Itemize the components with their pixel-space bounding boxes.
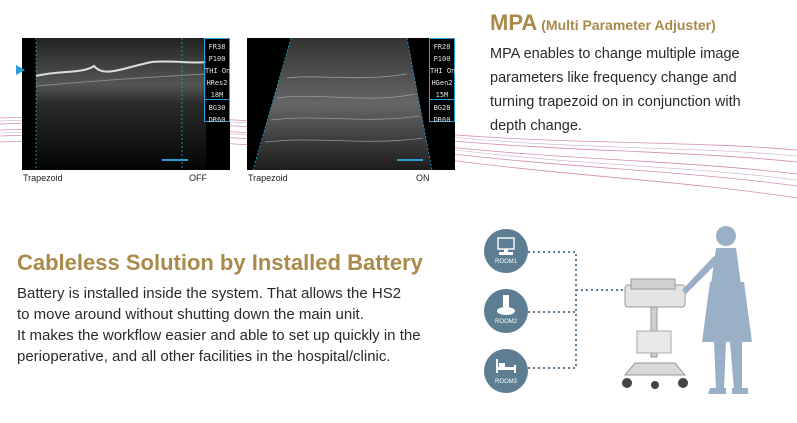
ultrasound-cart-illustration	[622, 278, 688, 389]
person-silhouette-illustration	[682, 226, 752, 394]
param-value: FR38	[208, 43, 226, 51]
param-value: 15M	[430, 92, 454, 100]
param-value: HRes2	[206, 79, 228, 87]
text-line: Battery is installed inside the system. …	[17, 285, 402, 302]
image-caption-left: Trapezoid	[248, 173, 288, 183]
image-caption-right: ON	[416, 173, 430, 183]
text-line: turning trapezoid on in conjunction with	[490, 94, 741, 110]
cableless-heading: Cableless Solution by Installed Battery	[17, 250, 423, 275]
depth-marker-icon	[16, 65, 25, 75]
text-line: depth change.	[490, 118, 582, 134]
param-value: DR60	[433, 116, 451, 124]
mpa-title: MPA	[490, 10, 538, 35]
param-value: BG30	[208, 104, 226, 112]
ultrasound-image-trapezoid-on: FR28 P100 THI On HGen2 15M BG28 DR60	[247, 38, 455, 170]
text-line: MPA enables to change multiple image	[490, 46, 740, 62]
ultrasound-image-trapezoid-off: FR38 P100 THI On HRes2 18M BG30 DR60	[22, 38, 230, 170]
room-1-badge: ROOM1	[484, 229, 528, 273]
mpa-subtitle: (Multi Parameter Adjuster)	[541, 17, 716, 33]
parameter-panel: FR28 P100 THI On HGen2 15M BG28 DR60	[429, 38, 455, 124]
text-line: It makes the workflow easier and able to…	[17, 327, 421, 344]
param-value: FR28	[433, 43, 451, 51]
room-label: ROOM1	[494, 259, 517, 265]
hospital-bed-icon	[496, 359, 516, 373]
ultrasound-scan-graphic	[252, 38, 433, 170]
mpa-heading: MPA(Multi Parameter Adjuster)	[490, 10, 716, 36]
room-label: ROOM3	[494, 379, 517, 385]
param-value: HGen2	[431, 79, 453, 87]
image-caption-right: OFF	[189, 173, 207, 183]
param-value: P100	[433, 55, 451, 63]
param-value: THI On	[430, 67, 455, 75]
param-value: THI On	[205, 67, 230, 75]
parameter-panel: FR38 P100 THI On HRes2 18M BG30 DR60	[204, 38, 230, 124]
room-2-badge: ROOM2	[484, 289, 528, 333]
room-label: ROOM2	[494, 319, 517, 325]
param-value: 18M	[205, 92, 229, 100]
text-line: to move around without shutting down the…	[17, 306, 364, 323]
computer-icon	[497, 237, 515, 255]
param-value: DR60	[208, 116, 226, 124]
param-value: P100	[208, 55, 226, 63]
param-value: BG28	[433, 104, 451, 112]
text-line: perioperative, and all other facilities …	[17, 348, 391, 365]
text-line: parameters like frequency change and	[490, 70, 737, 86]
mpa-description: MPA enables to change multiple image par…	[490, 42, 741, 138]
room-connection-lines	[528, 251, 630, 369]
ultrasound-scan-graphic	[35, 38, 207, 170]
cableless-description: Battery is installed inside the system. …	[17, 283, 421, 367]
room-3-badge: ROOM3	[484, 349, 528, 393]
image-caption-left: Trapezoid	[23, 173, 63, 183]
surgical-light-icon	[497, 295, 515, 315]
